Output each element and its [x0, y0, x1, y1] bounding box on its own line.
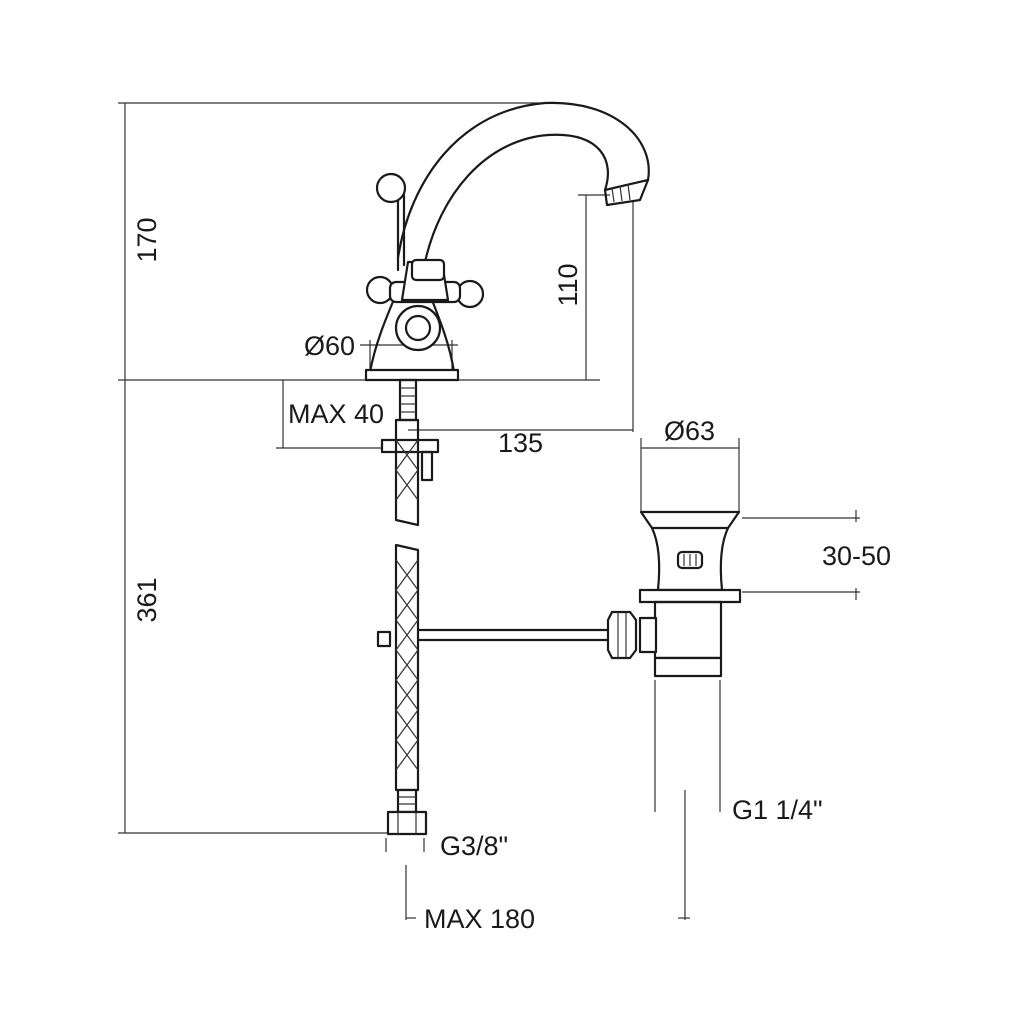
pop-up-waste	[606, 510, 742, 678]
label-waste-diameter: Ø63	[664, 416, 715, 446]
label-spout-height: 170	[132, 217, 162, 262]
pop-up-rod	[416, 628, 612, 642]
label-base-diameter: Ø60	[304, 331, 355, 361]
label-waste-thread: G1 1/4"	[732, 795, 823, 825]
label-max-deck-thickness: MAX 40	[288, 399, 384, 429]
label-waste-range: 30-50	[822, 541, 891, 571]
supply-hose	[376, 378, 440, 836]
label-inlet-thread: G3/8"	[440, 831, 508, 861]
label-spout-reach: 135	[498, 428, 543, 458]
faucet-body	[364, 101, 650, 382]
dimension-labels: 170 110 Ø60 MAX 40 135 Ø63 30-50 361 G1 …	[132, 217, 891, 934]
label-outlet-height: 110	[553, 263, 583, 306]
label-total-height: 361	[132, 577, 162, 622]
label-max-pop-up-distance: MAX 180	[424, 904, 535, 934]
